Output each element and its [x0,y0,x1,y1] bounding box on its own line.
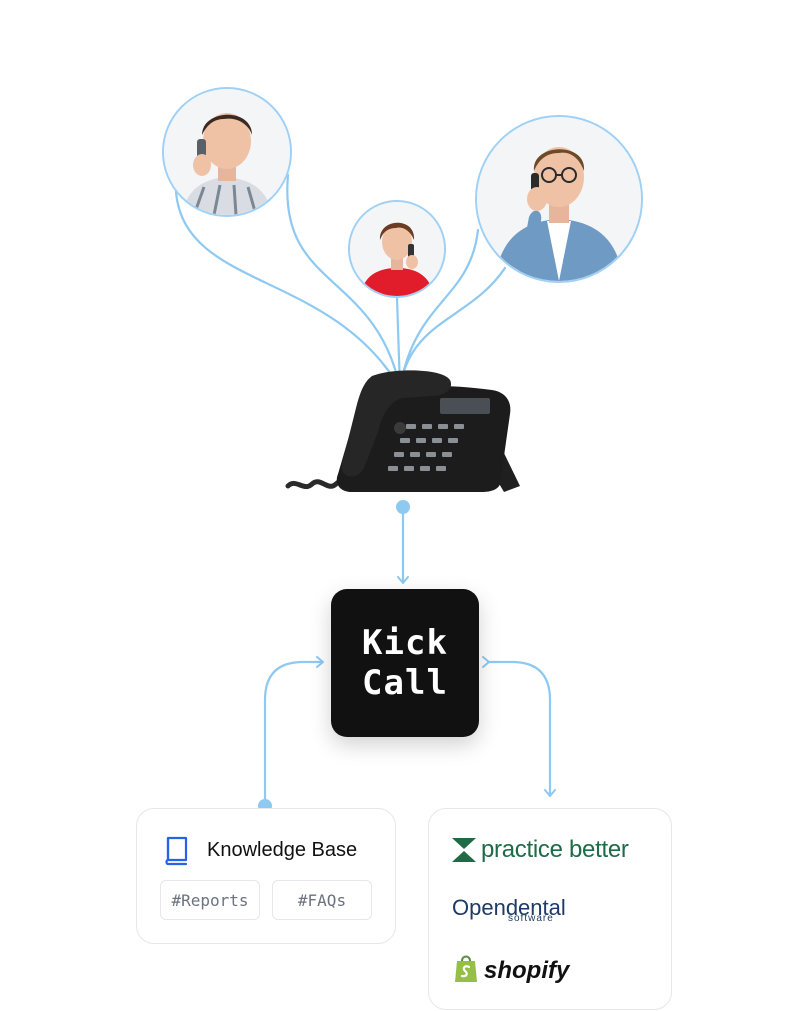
hub-to-integrations-arrow [482,656,556,797]
caller-avatar-center [348,200,446,298]
integrations-card: practice better Opendental software shop… [428,808,672,1010]
caller-line-2 [286,173,402,390]
kickcall-hub: Kick Call [331,589,479,737]
practice-better-logo-icon [452,838,476,862]
kb-to-hub-arrow [263,656,324,808]
knowledge-base-title: Knowledge Base [207,839,358,861]
shopify-bag-icon [455,955,477,982]
hub-line-1: Kick [362,623,448,663]
desk-phone-illustration [285,370,520,492]
caller-avatar-right [475,115,643,283]
phone-connector-dot [396,500,410,514]
tag-faqs[interactable]: #FAQs [272,880,372,920]
opendental-logo: Opendental [452,895,566,920]
opendental-sub: software [508,913,554,924]
caller-line-5 [398,266,507,390]
caller-line-1 [174,190,402,390]
book-icon [165,836,188,866]
caller-avatar-left [162,87,292,217]
knowledge-base-card: Knowledge Base #Reports #FAQs [136,808,396,944]
caller-line-4 [398,228,480,390]
practice-better-logo: practice better [481,836,629,863]
shopify-logo: shopify [484,957,570,984]
hub-line-2: Call [362,663,448,703]
tag-reports[interactable]: #Reports [160,880,260,920]
